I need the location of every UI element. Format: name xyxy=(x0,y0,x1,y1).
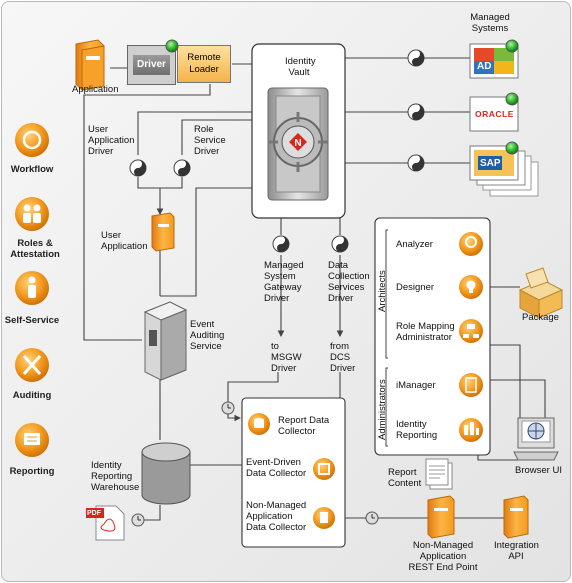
reporting-label: Reporting xyxy=(9,466,55,477)
report-content-icon xyxy=(425,458,453,490)
report-content-label: Report Content xyxy=(388,467,422,489)
application-book-icon xyxy=(75,39,105,91)
rest-end-point-label: Non-Managed Application REST End Point xyxy=(408,540,478,573)
report-data-collector-icon xyxy=(248,413,270,435)
clock-icon-collector xyxy=(221,401,235,415)
administrators-label: Administrators xyxy=(377,379,388,440)
warehouse-database-icon xyxy=(141,442,191,505)
role-service-driver-label: Role Service Driver xyxy=(194,124,226,157)
auditing-label: Auditing xyxy=(12,390,52,401)
warehouse-label: Identity Reporting Warehouse xyxy=(91,460,140,493)
designer-icon xyxy=(459,275,483,299)
self-service-label: Self-Service xyxy=(4,315,60,326)
browser-ui-icon xyxy=(513,417,559,461)
event-auditing-server-icon xyxy=(143,301,188,381)
event-auditing-label: Event Auditing Service xyxy=(190,319,225,352)
sap-system-icon xyxy=(469,141,539,197)
roles-icon xyxy=(15,197,49,231)
non-managed-collector-label: Non-Managed Application Data Collector xyxy=(246,500,307,533)
roles-label: Roles & Attestation xyxy=(10,238,60,260)
connector-icon-msgw xyxy=(272,235,290,253)
ad-label: AD xyxy=(477,61,492,72)
report-data-collector-label: Report Data Collector xyxy=(278,415,330,437)
managed-systems-label: Managed Systems xyxy=(470,12,510,34)
identity-reporting-label: Identity Reporting xyxy=(396,419,438,441)
self-service-icon xyxy=(15,271,49,305)
workflow-icon xyxy=(15,123,49,157)
user-app-driver-label: User Application Driver xyxy=(88,124,135,157)
oracle-label: ORACLE xyxy=(475,109,514,119)
user-application-label: User Application xyxy=(101,230,148,252)
application-label: Application xyxy=(72,84,119,95)
designer-label: Designer xyxy=(396,282,435,293)
pdf-label: PDF xyxy=(87,510,101,517)
from-dcs-label: from DCS Driver xyxy=(330,341,356,374)
connector-icon-oracle xyxy=(407,103,425,121)
clock-icon-rest xyxy=(365,511,379,525)
integration-api-book-icon xyxy=(503,495,529,539)
auditing-icon xyxy=(15,348,49,382)
connector-icon-sap xyxy=(407,154,425,172)
identity-vault-label: Identity Vault xyxy=(285,56,316,78)
clock-icon-pdf xyxy=(131,513,145,527)
package-icon xyxy=(518,267,564,319)
driver-box: Driver xyxy=(127,45,176,85)
architects-label: Architects xyxy=(377,270,388,312)
package-label: Package xyxy=(522,312,559,323)
tools-box xyxy=(374,217,491,456)
user-application-book-icon xyxy=(151,212,175,252)
oracle-system-icon xyxy=(469,92,519,132)
imanager-label: iManager xyxy=(396,380,436,391)
svg-text:N: N xyxy=(294,138,301,149)
role-mapping-label: Role Mapping Administrator xyxy=(396,321,455,343)
connector-icon-ad xyxy=(407,49,425,67)
pdf-document-icon xyxy=(86,505,125,541)
connector-icon-role xyxy=(173,159,191,177)
integration-api-label: Integration API xyxy=(494,540,539,562)
browser-ui-label: Browser UI xyxy=(515,465,562,476)
driver-label: Driver xyxy=(133,55,170,75)
event-driven-collector-icon xyxy=(313,458,335,480)
remote-loader-box: Remote Loader xyxy=(177,45,231,83)
msgw-driver-label: Managed System Gateway Driver xyxy=(264,260,304,304)
identity-reporting-icon xyxy=(459,418,483,442)
non-managed-collector-icon xyxy=(313,507,335,529)
sap-label: SAP xyxy=(480,158,501,169)
rest-end-point-book-icon xyxy=(427,495,455,539)
connector-icon-user-app xyxy=(129,159,147,177)
analyzer-label: Analyzer xyxy=(396,239,433,250)
analyzer-icon xyxy=(459,232,483,256)
connector-icon-dcs xyxy=(331,235,349,253)
workflow-label: Workflow xyxy=(10,164,54,175)
vault-icon: N xyxy=(267,87,329,201)
event-driven-collector-label: Event-Driven Data Collector xyxy=(246,457,307,479)
dcs-driver-label: Data Collection Services Driver xyxy=(328,260,370,304)
to-msgw-label: to MSGW Driver xyxy=(271,341,302,374)
ad-system-icon xyxy=(469,39,519,79)
reporting-icon xyxy=(15,423,49,457)
role-mapping-icon xyxy=(459,319,483,343)
imanager-icon xyxy=(459,373,483,397)
conn-remote-audit xyxy=(83,84,211,341)
